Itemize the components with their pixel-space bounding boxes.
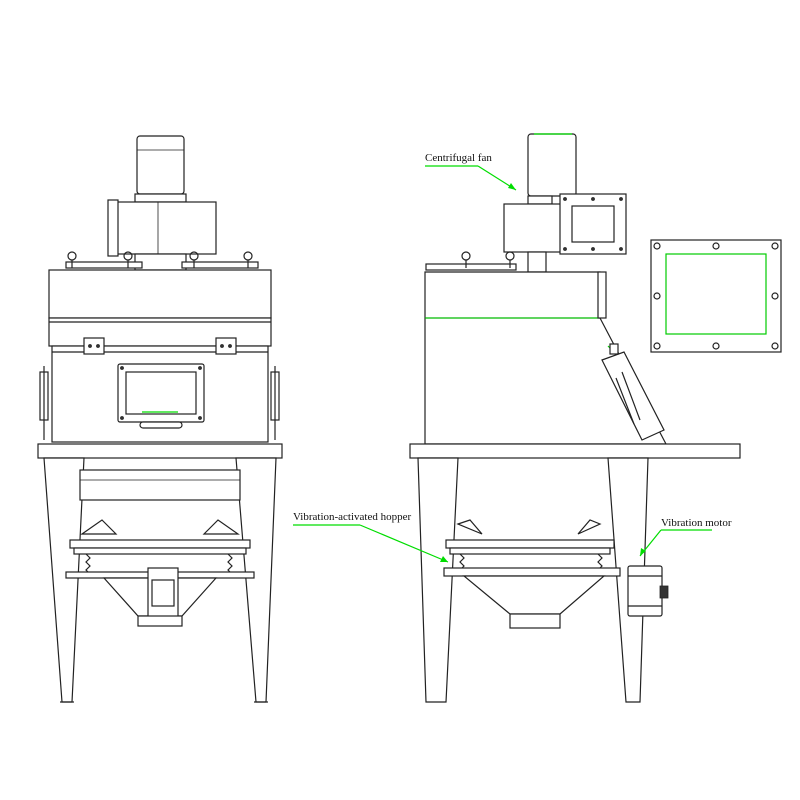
flange-detail bbox=[650, 239, 782, 353]
annotation-centrifugal-fan: Centrifugal fan bbox=[425, 152, 517, 191]
front-hopper bbox=[65, 469, 255, 627]
front-top-clamps bbox=[65, 251, 259, 269]
side-fan-housing bbox=[503, 193, 627, 273]
front-latch-right bbox=[215, 337, 237, 355]
annotation-vibration-motor: Vibration motor bbox=[639, 517, 732, 557]
side-table-top bbox=[409, 443, 741, 459]
side-inclined-door bbox=[601, 343, 665, 441]
side-top-clamps bbox=[425, 251, 517, 271]
front-latch-left bbox=[83, 337, 105, 355]
front-side-rods bbox=[39, 366, 280, 440]
side-vibration-motor bbox=[627, 565, 669, 617]
front-fan-housing bbox=[107, 199, 217, 271]
front-view bbox=[37, 135, 283, 703]
front-upper-body bbox=[48, 269, 272, 319]
annotation-hopper: Vibration-activated hopper bbox=[293, 511, 449, 563]
label-centrifugal-fan: Centrifugal fan bbox=[425, 152, 492, 164]
side-body bbox=[424, 271, 667, 445]
front-legs bbox=[43, 457, 277, 703]
front-motor bbox=[134, 135, 187, 203]
front-table-top bbox=[37, 443, 283, 459]
label-vibration-motor: Vibration motor bbox=[661, 517, 732, 529]
front-inspection-window bbox=[117, 363, 205, 429]
side-view bbox=[409, 133, 782, 703]
label-vibration-activated-hopper: Vibration-activated hopper bbox=[293, 511, 411, 523]
side-hopper bbox=[443, 519, 621, 629]
